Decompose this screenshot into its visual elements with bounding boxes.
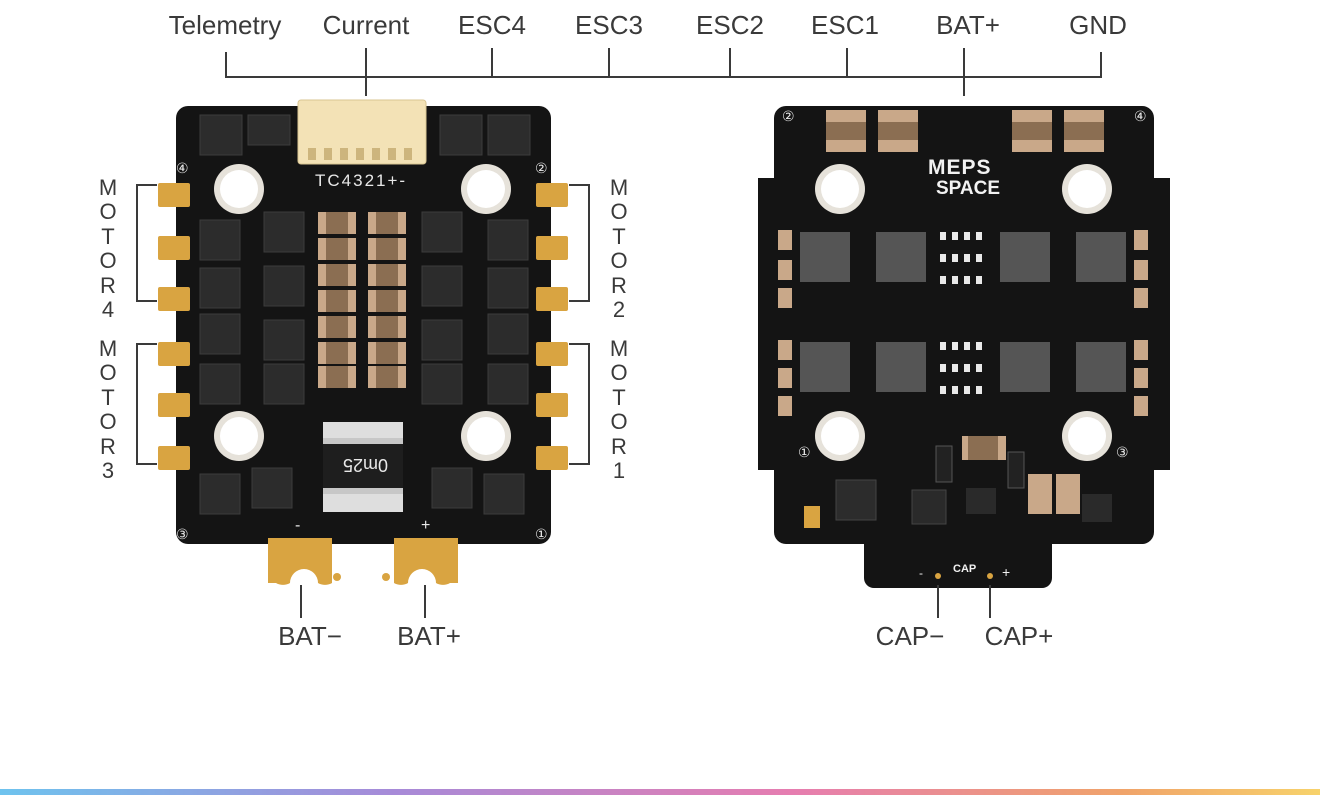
- label-bat-plus-top: BAT+: [936, 10, 1000, 40]
- front-hole-marker-3: ③: [176, 526, 189, 542]
- front-mounting-holes: [214, 164, 511, 461]
- label-cap-minus: CAP−: [875, 621, 945, 651]
- driver-chips: [800, 232, 1126, 392]
- label-esc3: ESC3: [575, 10, 643, 40]
- label-telemetry: Telemetry: [168, 10, 282, 40]
- leader-lines: [136, 184, 991, 618]
- label-esc2: ESC2: [696, 10, 764, 40]
- regulator-area: [804, 436, 1112, 528]
- capacitor-stack: [318, 212, 406, 388]
- motor-pads: [158, 183, 568, 470]
- cap-plus-mark: +: [1002, 564, 1011, 580]
- back-hole-marker-2: ②: [782, 108, 795, 124]
- leader-current: [365, 48, 367, 96]
- leader-esc4: [491, 48, 493, 77]
- label-esc1: ESC1: [811, 10, 879, 40]
- brand-logo-line2: SPACE: [936, 178, 1001, 199]
- front-hole-marker-2: ②: [535, 160, 548, 176]
- shunt-resistor: [323, 422, 403, 512]
- leader-esc3: [608, 48, 610, 77]
- leader-esc1: [846, 48, 848, 77]
- front-plus-mark: +: [421, 517, 431, 534]
- label-bat-minus: BAT−: [278, 621, 342, 651]
- front-hole-marker-1: ①: [535, 526, 548, 542]
- label-bat-plus-bottom: BAT+: [397, 621, 461, 651]
- gradient-footer-bar: [0, 789, 1320, 795]
- front-minus-mark: -: [295, 517, 301, 534]
- cap-minus-mark: -: [919, 566, 923, 580]
- bracket-horizontal-line: [225, 76, 1102, 78]
- label-motor2: MOTOR2: [609, 175, 629, 323]
- back-hole-marker-1: ①: [798, 444, 811, 460]
- back-hole-marker-4: ④: [1134, 108, 1147, 124]
- label-motor3: MOTOR3: [98, 336, 118, 484]
- leader-esc2: [729, 48, 731, 77]
- mosfet-chips: [199, 114, 531, 515]
- shunt-label: 0m25: [343, 455, 389, 475]
- cap-silk-label: CAP: [953, 563, 977, 575]
- front-hole-marker-4: ④: [176, 160, 189, 176]
- label-motor1: MOTOR1: [609, 336, 629, 484]
- bracket-tick-gnd: [1100, 52, 1102, 77]
- back-board: [758, 106, 1170, 588]
- label-gnd: GND: [1069, 10, 1127, 40]
- label-motor4: MOTOR4: [98, 175, 118, 323]
- battery-pads: [268, 538, 458, 585]
- front-board: [158, 99, 568, 585]
- label-current: Current: [322, 10, 410, 40]
- leader-bat-plus: [963, 48, 965, 96]
- back-hole-marker-3: ③: [1116, 444, 1129, 460]
- back-mounting-holes: [815, 164, 1112, 461]
- label-cap-plus: CAP+: [984, 621, 1054, 651]
- label-esc4: ESC4: [458, 10, 526, 40]
- bracket-tick-telemetry: [225, 52, 227, 77]
- brand-logo-line1: MEPS: [928, 156, 992, 179]
- front-model-label: TC4321+-: [315, 171, 408, 190]
